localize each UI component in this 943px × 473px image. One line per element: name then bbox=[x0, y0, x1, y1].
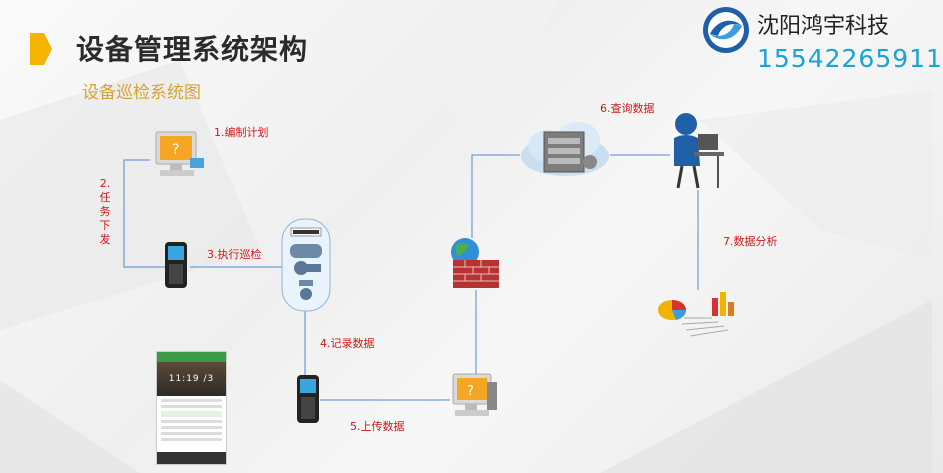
title-marker-icon bbox=[30, 33, 52, 65]
company-name: 沈阳鸿宇科技 bbox=[757, 14, 890, 39]
planning-computer-icon: ? bbox=[155, 131, 204, 176]
svg-text:?: ? bbox=[467, 384, 474, 399]
step-1-label: 1.编制计划 bbox=[214, 126, 269, 139]
operator-user-icon bbox=[674, 113, 724, 189]
step-7-label: 7.数据分析 bbox=[723, 235, 778, 248]
step-5-label: 5.上传数据 bbox=[350, 420, 405, 433]
upload-computer-icon: ? bbox=[452, 373, 497, 416]
company-logo bbox=[703, 7, 749, 53]
step-4-label: 4.记录数据 bbox=[320, 337, 375, 350]
page-title: 设备管理系统架构 bbox=[76, 33, 309, 66]
equipment-panel-icon bbox=[281, 218, 331, 312]
firewall-icon bbox=[451, 238, 499, 288]
handheld-terminal-icon bbox=[165, 242, 187, 288]
step-6-label: 6.查询数据 bbox=[600, 102, 655, 115]
app-nav-bar bbox=[157, 452, 226, 464]
handheld-record-icon bbox=[297, 375, 319, 423]
app-header-bar bbox=[157, 352, 226, 362]
step-2-label: 2.任务下发 bbox=[99, 177, 111, 246]
app-time-display: 11:19 /3 bbox=[157, 362, 226, 396]
mobile-app-screenshot: 11:19 /3 bbox=[156, 351, 227, 465]
cloud-server-icon bbox=[521, 122, 609, 176]
data-analysis-icon bbox=[658, 292, 734, 337]
step-3-label: 3.执行巡检 bbox=[207, 248, 262, 261]
company-phone: 15542265911 bbox=[757, 44, 943, 73]
svg-text:?: ? bbox=[172, 142, 179, 158]
page-subtitle: 设备巡检系统图 bbox=[82, 83, 201, 103]
